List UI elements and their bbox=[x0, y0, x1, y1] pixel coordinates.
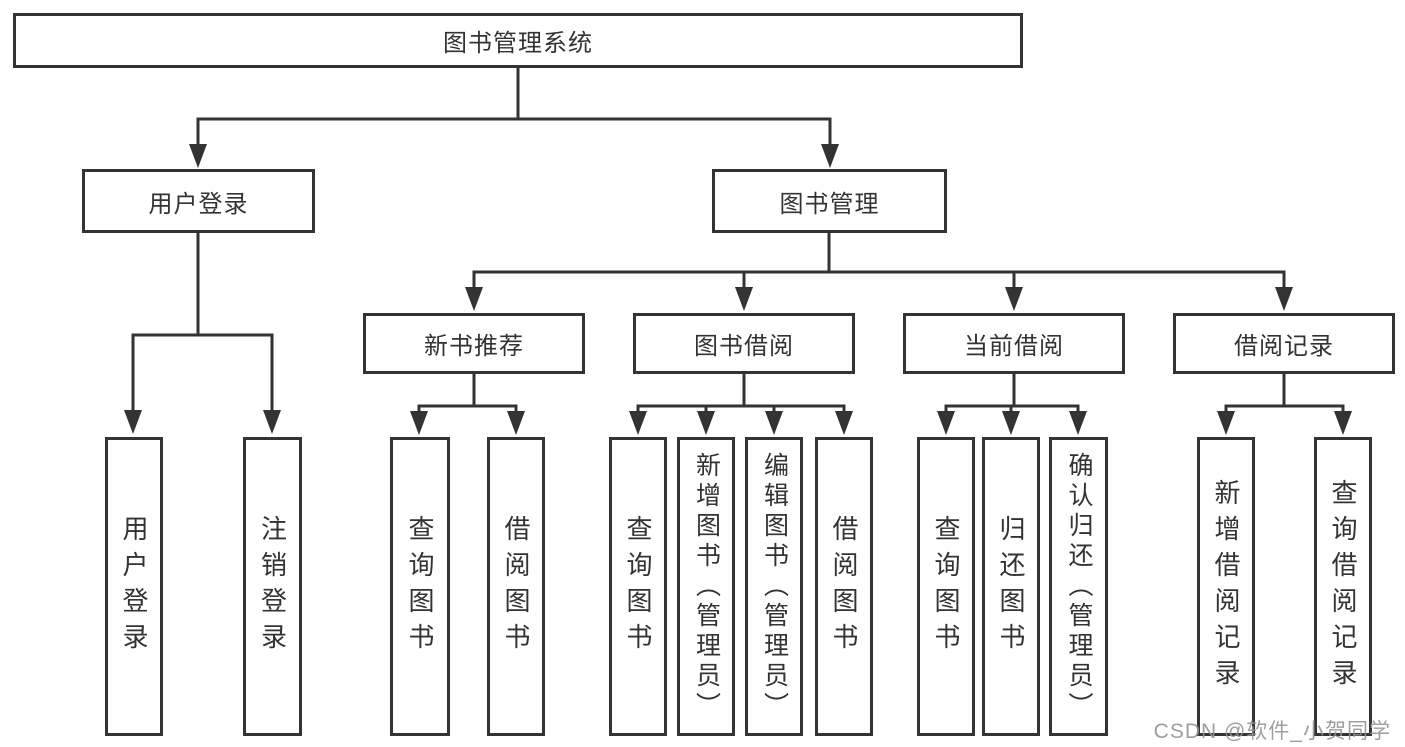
leaf-recommend-query-book-label: 查询图书 bbox=[405, 514, 435, 659]
node-book-borrow-label: 图书借阅 bbox=[694, 333, 794, 360]
leaf-user-login: 用户登录 bbox=[105, 437, 163, 736]
leaf-confirm-return-admin-label: 确认归还（管理员） bbox=[1065, 451, 1093, 722]
leaf-query-borrow-record-label: 查询借阅记录 bbox=[1328, 478, 1358, 695]
node-user-login: 用户登录 bbox=[82, 169, 315, 233]
node-borrow-record-label: 借阅记录 bbox=[1234, 333, 1334, 360]
leaf-user-login-label: 用户登录 bbox=[119, 514, 149, 659]
node-root: 图书管理系统 bbox=[13, 13, 1023, 68]
node-book-management-label: 图书管理 bbox=[779, 190, 880, 218]
leaf-add-book-admin-label: 新增图书（管理员） bbox=[692, 451, 721, 722]
node-book-borrow: 图书借阅 bbox=[633, 313, 855, 374]
leaf-confirm-return-admin: 确认归还（管理员） bbox=[1049, 437, 1108, 736]
leaf-add-book-admin: 新增图书（管理员） bbox=[677, 437, 735, 736]
leaf-recommend-query-book: 查询图书 bbox=[390, 437, 450, 736]
leaf-current-query-book-label: 查询图书 bbox=[931, 514, 961, 659]
node-new-book-recommend-label: 新书推荐 bbox=[424, 333, 524, 360]
node-borrow-record: 借阅记录 bbox=[1173, 313, 1395, 374]
leaf-logout: 注销登录 bbox=[243, 437, 302, 736]
leaf-borrow-book-label: 借阅图书 bbox=[829, 514, 859, 659]
leaf-logout-label: 注销登录 bbox=[257, 514, 288, 659]
leaf-edit-book-admin-label: 编辑图书（管理员） bbox=[760, 451, 789, 722]
node-current-borrow: 当前借阅 bbox=[903, 313, 1125, 374]
leaf-return-book-label: 归还图书 bbox=[996, 514, 1026, 659]
leaf-recommend-borrow-book-label: 借阅图书 bbox=[501, 514, 531, 659]
csdn-watermark: CSDN @软件_小贺同学 bbox=[1153, 720, 1391, 743]
leaf-edit-book-admin: 编辑图书（管理员） bbox=[745, 437, 803, 736]
node-root-label: 图书管理系统 bbox=[443, 30, 593, 57]
leaf-borrow-query-book: 查询图书 bbox=[609, 437, 667, 736]
node-user-login-label: 用户登录 bbox=[148, 190, 249, 218]
leaf-query-borrow-record: 查询借阅记录 bbox=[1314, 437, 1372, 736]
leaf-return-book: 归还图书 bbox=[982, 437, 1040, 736]
node-current-borrow-label: 当前借阅 bbox=[964, 333, 1064, 360]
node-book-management: 图书管理 bbox=[712, 169, 947, 233]
leaf-current-query-book: 查询图书 bbox=[917, 437, 975, 736]
leaf-recommend-borrow-book: 借阅图书 bbox=[487, 437, 545, 736]
node-new-book-recommend: 新书推荐 bbox=[363, 313, 585, 374]
leaf-borrow-query-book-label: 查询图书 bbox=[623, 514, 653, 659]
leaf-add-borrow-record: 新增借阅记录 bbox=[1197, 437, 1255, 736]
leaf-borrow-book: 借阅图书 bbox=[815, 437, 873, 736]
leaf-add-borrow-record-label: 新增借阅记录 bbox=[1211, 478, 1241, 695]
